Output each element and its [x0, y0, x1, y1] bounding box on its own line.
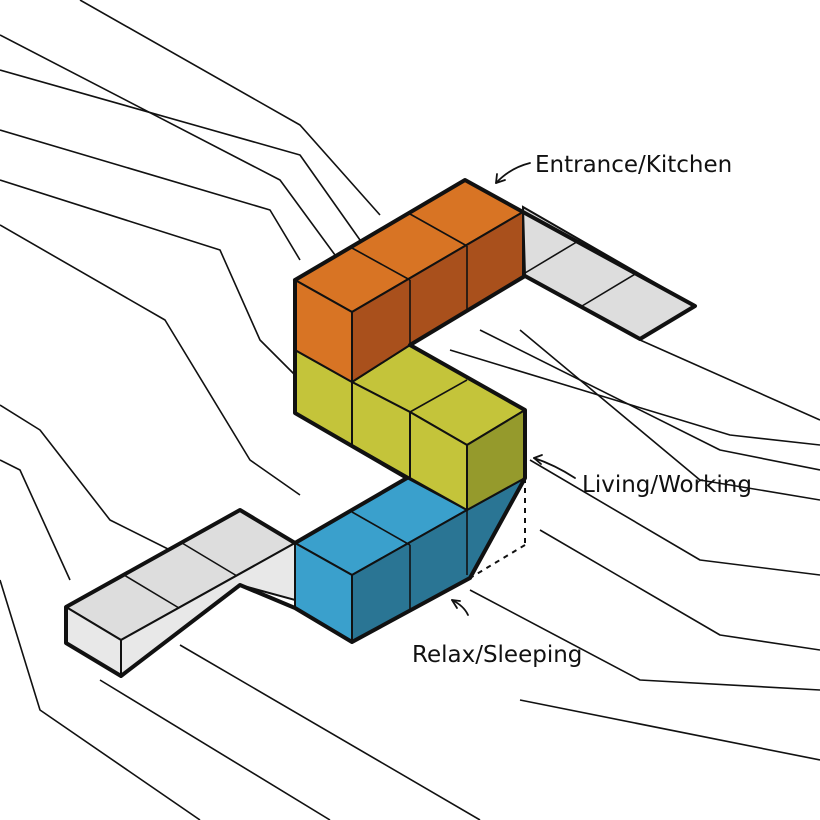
dashed-projection [469, 478, 526, 579]
living-working-block [294, 344, 526, 511]
living-arrow [533, 457, 576, 479]
entrance-kitchen-block [294, 179, 524, 383]
lower-walkway-ramp [120, 541, 296, 679]
entrance-arrow [495, 162, 531, 184]
s-outline [64, 178, 697, 678]
living-working-label: Living/Working [582, 472, 752, 498]
label-arrows [451, 162, 576, 616]
entrance-kitchen-label: Entrance/Kitchen [535, 152, 732, 178]
relax-sleeping-block [294, 477, 526, 643]
relax-sleeping-label: Relax/Sleeping [412, 642, 582, 668]
